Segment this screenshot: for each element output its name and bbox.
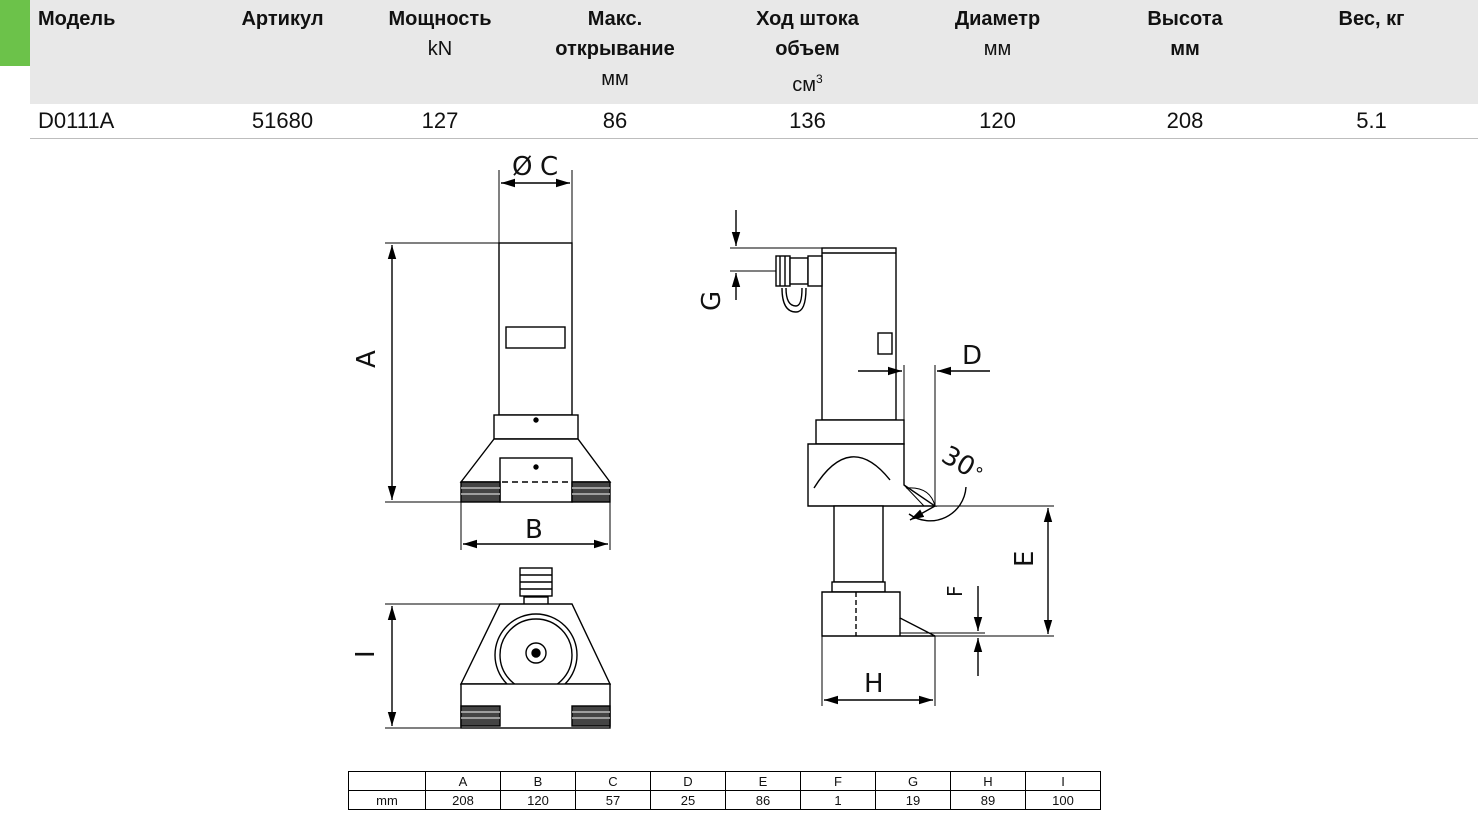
label-c: C bbox=[540, 152, 558, 182]
dimension-table: A B C D E F G H I mm 208 120 57 25 86 1 … bbox=[348, 771, 1101, 810]
dim-value: 25 bbox=[650, 790, 726, 810]
dim-value: 120 bbox=[500, 790, 576, 810]
side-view bbox=[775, 247, 938, 637]
label-b: B bbox=[525, 515, 543, 545]
dim-header: I bbox=[1025, 771, 1101, 791]
cell-max-opening: 86 bbox=[505, 104, 725, 139]
header-article: Артикул bbox=[190, 0, 375, 104]
cell-weight: 5.1 bbox=[1265, 104, 1478, 139]
dim-header: C bbox=[575, 771, 651, 791]
dim-header: G bbox=[875, 771, 951, 791]
dim-header: F bbox=[800, 771, 876, 791]
spec-row: D0111A 51680 127 86 136 120 208 5.1 bbox=[30, 104, 1478, 139]
label-i: I bbox=[351, 650, 381, 658]
header-model: Модель bbox=[30, 0, 190, 104]
dimension-corner bbox=[348, 771, 426, 791]
dim-header: D bbox=[650, 771, 726, 791]
technical-drawing: Ø C A B I G D 30 ° E F H bbox=[351, 152, 1054, 729]
label-d: D bbox=[962, 341, 982, 371]
dim-header: A bbox=[425, 771, 501, 791]
front-view bbox=[459, 242, 612, 503]
dim-value: 86 bbox=[725, 790, 801, 810]
dimension-value-row: mm 208 120 57 25 86 1 19 89 100 bbox=[348, 790, 1101, 810]
dim-header: H bbox=[950, 771, 1026, 791]
label-h: H bbox=[864, 669, 884, 699]
label-g: G bbox=[697, 291, 727, 311]
dim-value: 57 bbox=[575, 790, 651, 810]
cell-article: 51680 bbox=[190, 104, 375, 139]
dim-header: E bbox=[725, 771, 801, 791]
dim-value: 208 bbox=[425, 790, 501, 810]
dim-value: 100 bbox=[1025, 790, 1101, 810]
cell-stroke: 136 bbox=[725, 104, 890, 139]
dimension-header-row: A B C D E F G H I bbox=[348, 771, 1101, 791]
accent-bar bbox=[0, 0, 30, 66]
cell-diameter: 120 bbox=[890, 104, 1105, 139]
bottom-view bbox=[459, 567, 612, 729]
dim-header: B bbox=[500, 771, 576, 791]
label-a: A bbox=[352, 350, 382, 368]
dim-value: 19 bbox=[875, 790, 951, 810]
label-e: E bbox=[1010, 551, 1040, 567]
label-degree: ° bbox=[975, 464, 984, 485]
cell-height: 208 bbox=[1105, 104, 1265, 139]
header-weight: Вес, кг bbox=[1265, 0, 1478, 104]
label-angle: 30 bbox=[936, 441, 980, 484]
dim-unit: mm bbox=[348, 790, 426, 810]
cell-model: D0111A bbox=[30, 104, 190, 139]
label-f: F bbox=[943, 585, 967, 597]
dim-value: 89 bbox=[950, 790, 1026, 810]
diameter-symbol: Ø bbox=[512, 152, 532, 182]
dim-value: 1 bbox=[800, 790, 876, 810]
cell-power: 127 bbox=[375, 104, 505, 139]
